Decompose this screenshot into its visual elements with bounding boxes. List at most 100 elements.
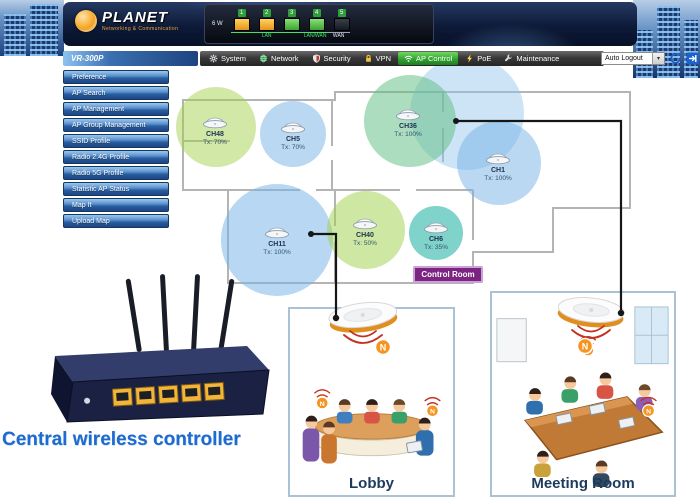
nav-item-poe[interactable]: PoE xyxy=(459,52,497,65)
ap-tx-label: Tx: 70% xyxy=(203,139,227,147)
chevron-down-icon: ▾ xyxy=(652,53,664,64)
shield-icon xyxy=(312,54,320,63)
building xyxy=(684,20,698,78)
sidebar-item-ap-group-management[interactable]: AP Group Management xyxy=(63,118,169,132)
access-point-icon xyxy=(281,122,305,134)
sidebar-item-ap-search[interactable]: AP Search xyxy=(63,86,169,100)
sidebar-item-radio-24g-profile[interactable]: Radio 2.4G Profile xyxy=(63,150,169,164)
wifi-n-badge: N xyxy=(424,396,441,418)
brand-text: PLANET Networking & Communication xyxy=(102,10,178,32)
port-number: 3 xyxy=(287,9,296,17)
ap-marker-ch6[interactable]: CH6 Tx: 35% xyxy=(404,221,468,251)
ap-channel-label: CH1 xyxy=(490,167,505,174)
laptop xyxy=(555,412,573,426)
ethernet-port-icon xyxy=(283,18,300,31)
meeting-room-label: Meeting Room xyxy=(531,475,635,492)
port-row: 1 2 3 4 5 xyxy=(231,9,353,31)
control-room-label: Control Room xyxy=(413,266,483,283)
power-icon xyxy=(467,54,473,63)
nav-item-security[interactable]: Security xyxy=(306,52,357,65)
ap-body xyxy=(557,297,625,328)
ap-tx-label: Tx: 100% xyxy=(484,175,512,183)
sidebar-item-upload-map[interactable]: Upload Map xyxy=(63,214,169,228)
auto-logout-select[interactable]: Auto Logout ▾ xyxy=(601,52,665,65)
nav-item-maintenance[interactable]: Maintenance xyxy=(498,52,565,65)
lock-icon xyxy=(365,54,371,62)
ap-marker-ch48[interactable]: CH48 Tx: 70% xyxy=(183,116,247,146)
ap-channel-label: CH48 xyxy=(206,131,224,138)
ap-marker-ch11[interactable]: CH11 Tx: 100% xyxy=(245,226,309,256)
ap-marker-ch5[interactable]: CH5 Tx: 70% xyxy=(261,121,325,151)
access-point-icon xyxy=(486,153,510,165)
wifi-waves xyxy=(571,325,611,339)
sidebar-item-preference[interactable]: Preference xyxy=(63,70,169,84)
wifi-icon xyxy=(404,55,413,62)
sidebar-menu: Preference AP Search AP Management AP Gr… xyxy=(63,70,169,228)
sidebar-item-radio-5g-profile[interactable]: Radio 5G Profile xyxy=(63,166,169,180)
ap-tx-label: Tx: 100% xyxy=(263,249,291,257)
front-ports xyxy=(84,381,225,407)
port-3: 3 xyxy=(281,9,303,31)
ap-marker-ch1[interactable]: CH1 Tx: 100% xyxy=(466,152,530,182)
logout-icon[interactable] xyxy=(686,52,699,65)
port-1: 1 xyxy=(231,9,253,31)
refresh-icon[interactable] xyxy=(669,52,682,65)
access-point-icon xyxy=(203,117,227,129)
attendee xyxy=(596,372,614,399)
ethernet-port-icon xyxy=(333,18,350,31)
nav-item-ap-control[interactable]: AP Control xyxy=(398,52,459,65)
sidebar-item-map-it[interactable]: Map It xyxy=(63,198,169,212)
auto-logout-label: Auto Logout xyxy=(605,55,643,62)
window xyxy=(634,306,669,365)
wan-group-label: WAN xyxy=(327,32,350,39)
access-point-icon xyxy=(424,222,448,234)
lobby-label: Lobby xyxy=(349,475,394,492)
visitor xyxy=(321,421,337,464)
ap-tx-label: Tx: 50% xyxy=(353,240,377,248)
access-point-icon xyxy=(353,218,377,230)
ethernet-port-icon xyxy=(233,18,250,31)
ap-channel-label: CH5 xyxy=(285,136,300,143)
receptionist xyxy=(391,399,408,424)
attendee xyxy=(526,388,543,415)
ap-marker-ch40[interactable]: CH40 Tx: 50% xyxy=(333,217,397,247)
lobby-ap-device: N xyxy=(328,301,398,356)
ap-tx-label: Tx: 70% xyxy=(281,144,305,152)
svg-text:N: N xyxy=(430,409,435,416)
sidebar-item-ssid-profile[interactable]: SSID Profile xyxy=(63,134,169,148)
meeting-room-ap-device: N xyxy=(557,297,625,355)
device-front-panel: 6 W 1 2 3 4 xyxy=(204,4,434,44)
header-banner: PLANET Networking & Communication 6 W 1 … xyxy=(63,2,637,46)
ap-marker-ch36[interactable]: CH36 Tx: 100% xyxy=(376,108,440,138)
nav-item-label: Network xyxy=(271,54,299,63)
sidebar-item-statistic-ap-status[interactable]: Statistic AP Status xyxy=(63,182,169,196)
antenna-icons xyxy=(125,274,235,353)
laptop xyxy=(406,440,423,454)
session-controls: Auto Logout ▾ xyxy=(601,52,699,65)
nav-item-label: PoE xyxy=(477,54,492,63)
meeting-room-illustration: N N xyxy=(496,306,669,487)
wireless-controller-device xyxy=(51,274,270,423)
port-group-labels: LAN LAN/WAN WAN xyxy=(230,32,353,39)
ap-channel-label: CH11 xyxy=(268,241,286,248)
gear-icon xyxy=(209,54,218,63)
laptop xyxy=(617,416,636,430)
lobby-illustration: N N xyxy=(302,389,441,464)
nav-item-network[interactable]: Network xyxy=(253,52,305,65)
lobby-panel: N N Lobby xyxy=(288,307,455,497)
lan-group-label: LAN xyxy=(230,32,303,39)
port-number: 2 xyxy=(262,9,271,17)
power-label: 6 W xyxy=(212,21,223,27)
sidebar-item-ap-management[interactable]: AP Management xyxy=(63,102,169,116)
port-4: 4 xyxy=(306,9,328,31)
nav-item-system[interactable]: System xyxy=(203,52,252,65)
attendee xyxy=(592,460,610,487)
svg-text:N: N xyxy=(320,401,325,408)
nav-item-label: VPN xyxy=(375,54,392,63)
conference-table xyxy=(523,396,664,461)
building xyxy=(657,6,680,78)
chassis xyxy=(51,346,270,423)
nav-item-vpn[interactable]: VPN xyxy=(358,52,397,65)
planet-globe-icon xyxy=(75,10,97,32)
ap-channel-label: CH40 xyxy=(356,232,374,239)
